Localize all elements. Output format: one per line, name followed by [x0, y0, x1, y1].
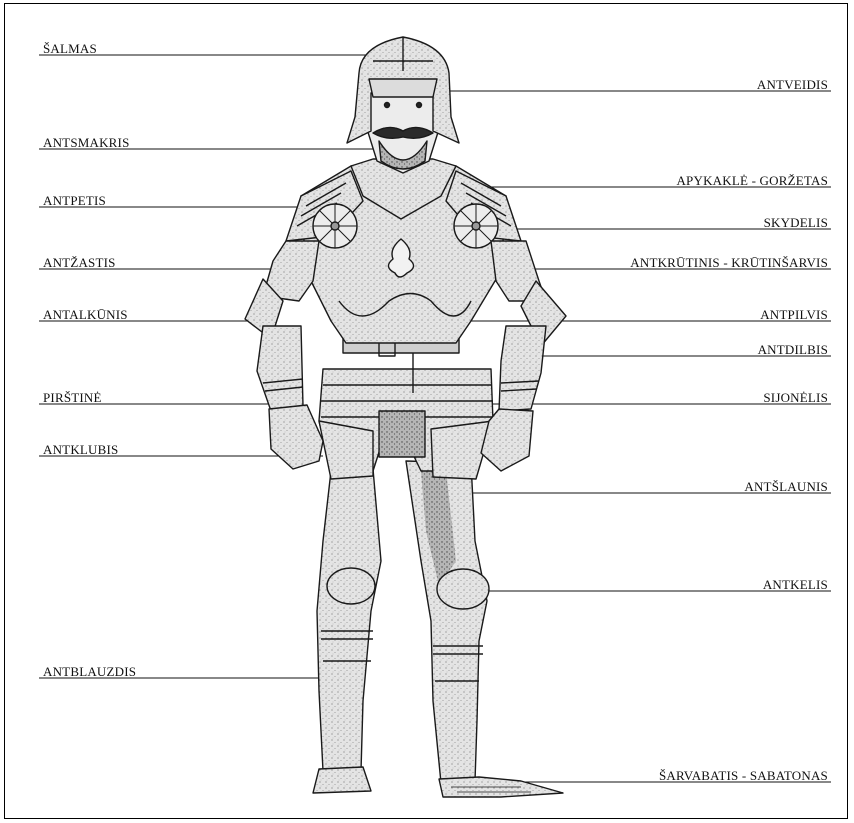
visor	[369, 79, 437, 97]
left-gauntlet	[269, 405, 323, 469]
label-antpetis: ANTPETIS	[43, 194, 106, 208]
left-sabaton	[313, 767, 371, 793]
codpiece-mail	[379, 411, 425, 457]
left-knee	[327, 568, 375, 604]
left-leg-armor	[317, 469, 381, 771]
label-skydelis: SKYDELIS	[764, 216, 828, 230]
label-antsmakris: ANTSMAKRIS	[43, 136, 130, 150]
left-forearm	[257, 326, 303, 411]
label-sarvabatis: ŠARVABATIS - SABATONAS	[659, 769, 828, 783]
label-antblauzdis: ANTBLAUZDIS	[43, 665, 136, 679]
label-antveidis: ANTVEIDIS	[757, 78, 828, 92]
label-salmas: ŠALMAS	[43, 42, 97, 56]
diagram-frame: ŠALMAS ANTSMAKRIS ANTPETIS ANTŽASTIS ANT…	[4, 3, 848, 819]
label-antalkunis: ANTALKŪNIS	[43, 308, 128, 322]
right-knee	[437, 569, 489, 609]
label-antkelis: ANTKELIS	[763, 578, 828, 592]
label-antkrutinis: ANTKRŪTINIS - KRŪTINŠARVIS	[630, 256, 828, 270]
label-antzastis: ANTŽASTIS	[43, 256, 116, 270]
label-antslaunis: ANTŠLAUNIS	[744, 480, 828, 494]
label-antdilbis: ANTDILBIS	[758, 343, 828, 357]
label-sijonelis: SIJONĖLIS	[763, 391, 828, 405]
left-tasset	[319, 421, 373, 479]
armor-figure	[5, 4, 848, 819]
label-antklubis: ANTKLUBIS	[43, 443, 118, 457]
label-pirstine: PIRŠTINĖ	[43, 391, 102, 405]
right-forearm	[499, 326, 546, 411]
label-apykakle: APYKAKLĖ - GORŽETAS	[676, 174, 828, 188]
label-antpilvis: ANTPILVIS	[760, 308, 828, 322]
knight-drawing	[245, 37, 566, 797]
